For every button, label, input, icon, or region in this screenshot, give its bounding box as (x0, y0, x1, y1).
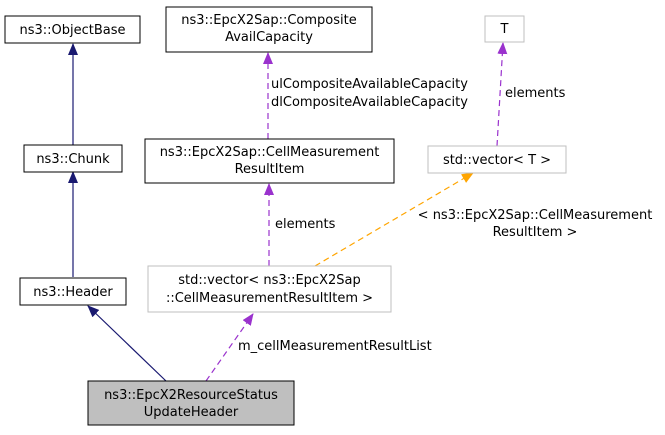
node-chunk[interactable]: ns3::Chunk (23, 144, 123, 173)
node-main-label-line1: ns3::EpcX2ResourceStatus (104, 388, 278, 403)
node-cellmeas[interactable]: ns3::EpcX2Sap::CellMeasurement ResultIte… (144, 138, 395, 184)
node-t[interactable]: T (484, 15, 525, 43)
node-objectbase[interactable]: ns3::ObjectBase (4, 15, 141, 44)
node-chunk-label: ns3::Chunk (36, 152, 110, 167)
edge-main-inherits-header (87, 305, 167, 382)
nodes: ns3::ObjectBase ns3::Chunk ns3::Header n… (4, 6, 567, 426)
edge-vector-uses-t (496, 42, 508, 147)
node-main-label-line2: UpdateHeader (144, 405, 239, 420)
edge-template-instantiation (314, 172, 474, 267)
node-vector-cellmeas-label-line2: ::CellMeasurementResultItem > (166, 291, 373, 306)
edge-label-ul-composite: ulCompositeAvailableCapacity (271, 77, 468, 92)
edge-label-template-line2: ResultItem > (493, 225, 578, 240)
node-main[interactable]: ns3::EpcX2ResourceStatus UpdateHeader (87, 380, 295, 426)
edge-label-cellmeas-elements: elements (275, 217, 336, 232)
node-vector-t[interactable]: std::vector< T > (427, 145, 567, 174)
node-cellmeas-label-line2: ResultItem (235, 162, 305, 177)
node-composite-label-line1: ns3::EpcX2Sap::Composite (181, 13, 356, 28)
edges (68, 42, 508, 382)
node-composite-label-line2: AvailCapacity (225, 30, 313, 45)
node-cellmeas-label-line1: ns3::EpcX2Sap::CellMeasurement (160, 145, 380, 160)
node-header[interactable]: ns3::Header (19, 277, 127, 306)
node-composite[interactable]: ns3::EpcX2Sap::Composite AvailCapacity (165, 6, 373, 53)
node-objectbase-label: ns3::ObjectBase (19, 23, 125, 38)
node-t-label: T (500, 22, 509, 37)
node-vector-t-label: std::vector< T > (443, 153, 551, 168)
edge-label-m-cellmeas-list: m_cellMeasurementResultList (238, 339, 432, 354)
edge-main-uses-vector-cellmeas (205, 313, 254, 382)
node-vector-cellmeas-label-line1: std::vector< ns3::EpcX2Sap (178, 273, 360, 288)
node-vector-cellmeas[interactable]: std::vector< ns3::EpcX2Sap ::CellMeasure… (147, 265, 392, 313)
edge-label-t-elements: elements (505, 86, 566, 101)
edge-labels: ulCompositeAvailableCapacity dlComposite… (238, 77, 652, 354)
edge-label-dl-composite: dlCompositeAvailableCapacity (271, 95, 468, 110)
edge-label-template-line1: < ns3::EpcX2Sap::CellMeasurement (418, 208, 653, 223)
node-header-label: ns3::Header (33, 285, 113, 300)
